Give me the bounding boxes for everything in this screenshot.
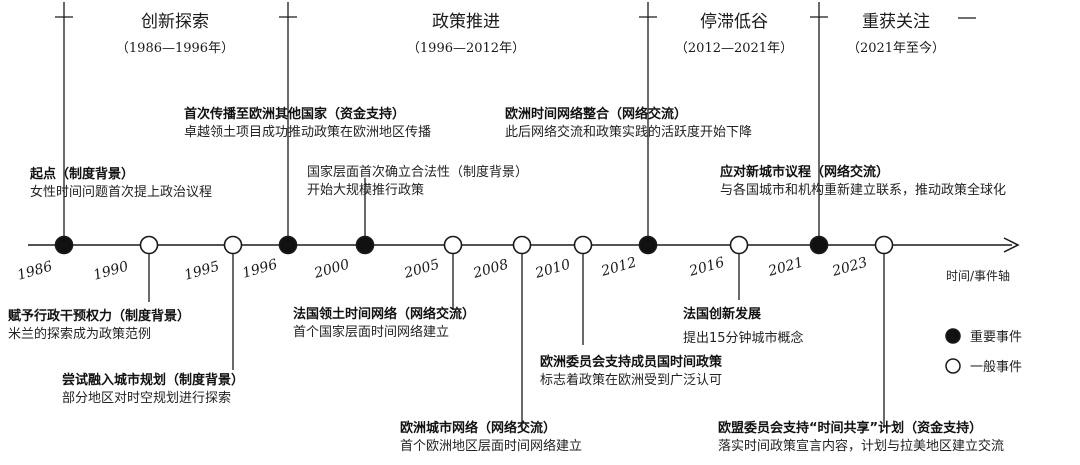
- phase-title: 创新探索: [141, 12, 209, 32]
- major-event-marker: [278, 235, 298, 255]
- year-label: 1996: [241, 257, 280, 282]
- phase-title: 政策推进: [432, 12, 500, 32]
- year-label: 2010: [533, 257, 573, 283]
- minor-event-marker: [512, 235, 532, 255]
- phase-title: 重获关注: [862, 12, 930, 32]
- event-desc: 米兰的探索成为政策范例: [8, 326, 151, 342]
- year-label: 2016: [687, 255, 727, 281]
- minor-event-marker: [223, 235, 243, 255]
- legend: 重要事件 一般事件: [945, 328, 1022, 375]
- legend-minor-label: 一般事件: [970, 359, 1022, 375]
- event-title: 欧盟委员会支持“时间共享”计划（资金支持）: [718, 420, 982, 436]
- year-label: 2008: [471, 257, 511, 283]
- phase-dividers: [55, 2, 976, 24]
- event-desc: 部分地区对时空规划进行探索: [62, 391, 231, 406]
- major-event-marker: [54, 235, 74, 255]
- event-title: 起点（制度背景）: [29, 166, 134, 182]
- minor-event-marker: [729, 235, 749, 255]
- event-title: 欧洲时间网络整合（网络交流）: [505, 106, 687, 122]
- event-desc: 标志着政策在欧洲受到广泛认可: [540, 372, 722, 388]
- event-title: 首次传播至欧洲其他国家（资金支持）: [184, 106, 405, 122]
- event-stems: [63, 24, 885, 430]
- year-label: 1995: [183, 259, 222, 284]
- axis-label: 时间/事件轴: [946, 268, 1010, 283]
- event-title: 法国领土时间网络（网络交流）: [293, 306, 475, 322]
- event-desc: 首个欧洲地区层面时间网络建立: [400, 438, 582, 454]
- event-desc: 此后网络交流和政策实践的活跃度开始下降: [505, 124, 752, 140]
- major-event-marker: [355, 235, 375, 255]
- minor-event-marker: [443, 235, 463, 255]
- legend-minor-marker: [945, 358, 961, 374]
- year-label: 2005: [402, 257, 442, 283]
- event-title: 国家层面首次确立合法性（制度背景）: [307, 164, 528, 180]
- phase-range: （2021年至今）: [847, 40, 945, 56]
- event-title: 应对新城市议程（网络交流）: [720, 164, 889, 180]
- minor-event-marker: [573, 235, 593, 255]
- event-title: 法国创新发展: [683, 306, 762, 322]
- event-title: 尝试融入城市规划（制度背景）: [62, 372, 244, 388]
- legend-major-label: 重要事件: [970, 329, 1022, 345]
- year-label: 2012: [599, 255, 639, 281]
- event-title: 赋予行政干预权力（制度背景）: [8, 308, 190, 324]
- major-event-marker: [809, 235, 829, 255]
- phase-range: （2012—2021年）: [675, 41, 793, 56]
- major-event-marker: [638, 235, 658, 255]
- event-markers: [54, 235, 894, 255]
- event-desc: 开始大规模推行政策: [307, 182, 424, 198]
- event-desc: 首个国家层面时间网络建立: [293, 324, 449, 340]
- event-title: 欧洲城市网络（网络交流）: [400, 420, 556, 436]
- event-desc: 女性时间问题首次提上政治议程: [30, 184, 212, 200]
- legend-major-marker: [945, 328, 961, 344]
- event-desc: 卓越领土项目成功推动政策在欧洲地区传播: [184, 124, 431, 140]
- year-label: 2023: [830, 255, 870, 281]
- year-label: 1990: [92, 259, 131, 284]
- event-desc: 提出15分钟城市概念: [683, 330, 804, 346]
- phase-title: 停滞低谷: [700, 12, 768, 32]
- year-label: 1986: [16, 259, 55, 284]
- phase-range: （1996—2012年）: [407, 41, 525, 56]
- event-title: 欧洲委员会支持成员国时间政策: [540, 354, 723, 370]
- phase-range: （1986—1996年）: [116, 41, 234, 56]
- year-label: 2021: [766, 255, 806, 280]
- year-label: 2000: [312, 257, 352, 283]
- event-desc: 落实时间政策宣言内容，计划与拉美地区建立交流: [718, 438, 1004, 454]
- minor-event-marker: [139, 235, 159, 255]
- minor-event-marker: [874, 235, 894, 255]
- event-desc: 与各国城市和机构重新建立联系，推动政策全球化: [720, 182, 1006, 198]
